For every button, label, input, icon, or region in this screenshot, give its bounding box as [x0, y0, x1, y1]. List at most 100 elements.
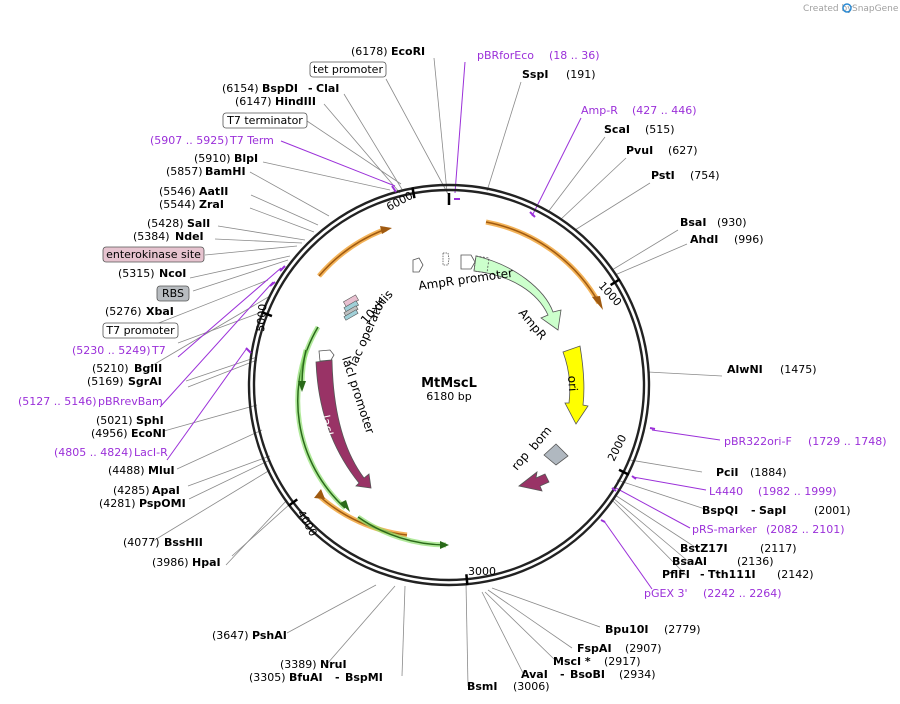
restriction-site-s22[interactable]: EcoNI	[131, 427, 166, 440]
restriction-site-s40b[interactable]: BspMI	[345, 671, 383, 684]
restriction-site-s03b[interactable]: ClaI	[316, 82, 339, 95]
ampr-promoter-arrow[interactable]	[460, 254, 476, 270]
site-position-s08[interactable]: (5910)	[194, 152, 231, 165]
site-position-s19[interactable]: (5210)	[92, 362, 129, 375]
ampr-feature[interactable]	[473, 255, 562, 331]
site-position-s35[interactable]: (2907)	[625, 642, 662, 655]
restriction-site-s38[interactable]: BsmI	[467, 680, 498, 693]
site-position-s02[interactable]: (191)	[566, 68, 596, 81]
site-position-s05[interactable]: (515)	[645, 123, 675, 136]
site-position-s14[interactable]: (5428)	[147, 217, 184, 230]
site-position-s25[interactable]: (4285)	[113, 484, 150, 497]
primer-p03[interactable]: T7 Term	[229, 134, 274, 147]
primer-p06[interactable]: LacI-R	[134, 446, 168, 459]
primer-range-p05[interactable]: (5127 .. 5146)	[18, 395, 97, 408]
restriction-site-s40[interactable]: BfuAI	[289, 671, 323, 684]
primer-range-p10[interactable]: (2242 .. 2264)	[703, 587, 782, 600]
restriction-site-s16[interactable]: NcoI	[159, 267, 186, 280]
restriction-site-s36[interactable]: MscI *	[553, 655, 591, 668]
site-position-s06[interactable]: (627)	[668, 144, 698, 157]
primer-p02[interactable]: Amp-R	[581, 104, 618, 117]
site-position-s36[interactable]: (2917)	[604, 655, 641, 668]
feature-box-b5[interactable]	[102, 322, 179, 339]
feature-label-b5[interactable]: T7 promoter	[105, 324, 175, 337]
restriction-site-s30b[interactable]: Tth111I	[708, 568, 756, 581]
laci-feature[interactable]	[315, 359, 372, 489]
site-position-s22[interactable]: (4956)	[91, 427, 128, 440]
feature-box-b4[interactable]	[156, 285, 190, 302]
rop-feature[interactable]	[518, 471, 550, 492]
primer-range-p07[interactable]: (1729 .. 1748)	[808, 435, 887, 448]
site-position-s16[interactable]: (5315)	[118, 267, 155, 280]
restriction-site-s04[interactable]: HindIII	[275, 95, 316, 108]
restriction-site-s19[interactable]: BglII	[134, 362, 162, 375]
restriction-site-s29[interactable]: BsaAI	[672, 555, 707, 568]
site-position-s09[interactable]: (5857)	[166, 165, 203, 178]
feature-orange-top[interactable]	[485, 219, 603, 310]
primer-p09[interactable]: pRS-marker	[692, 523, 757, 536]
feature-green-bottom[interactable]	[356, 514, 449, 549]
restriction-site-s32[interactable]: HpaI	[192, 556, 221, 569]
restriction-site-s07[interactable]: PstI	[651, 169, 675, 182]
site-position-s24[interactable]: (4488)	[108, 464, 145, 477]
feature-label-b1[interactable]: tet promoter	[313, 63, 383, 76]
site-position-s29[interactable]: (2136)	[737, 555, 774, 568]
restriction-site-s23[interactable]: PciI	[716, 466, 738, 479]
restriction-site-s02[interactable]: SspI	[522, 68, 548, 81]
site-position-s03[interactable]: (6154)	[222, 82, 259, 95]
restriction-site-s11[interactable]: ZraI	[199, 198, 224, 211]
primer-p08[interactable]: L4440	[709, 485, 743, 498]
restriction-site-s30[interactable]: PflFI	[662, 568, 690, 581]
site-position-s10[interactable]: (5546)	[159, 185, 196, 198]
site-position-s21[interactable]: (5021)	[96, 414, 133, 427]
primer-p04[interactable]: T7	[151, 344, 166, 357]
site-position-s34[interactable]: (2779)	[664, 623, 701, 636]
restriction-site-s10[interactable]: AatII	[199, 185, 228, 198]
restriction-site-s28[interactable]: BstZ17I	[680, 542, 728, 555]
feature-label-b3[interactable]: enterokinase site	[106, 248, 201, 261]
site-position-s27[interactable]: (2001)	[814, 504, 851, 517]
feature-orange-left[interactable]	[317, 226, 392, 278]
feature-label-b2[interactable]: T7 terminator	[226, 114, 303, 127]
restriction-site-s25[interactable]: ApaI	[152, 484, 180, 497]
ori-feature[interactable]	[562, 345, 589, 425]
restriction-site-s35[interactable]: FspAI	[577, 642, 612, 655]
restriction-site-s03[interactable]: BspDI	[262, 82, 298, 95]
site-position-s26[interactable]: (4281)	[99, 497, 136, 510]
restriction-site-s24[interactable]: MluI	[148, 464, 175, 477]
site-position-s39[interactable]: (3389)	[280, 658, 317, 671]
site-position-s01[interactable]: (6178)	[351, 45, 388, 58]
restriction-site-s34[interactable]: Bpu10I	[605, 623, 649, 636]
feature-box-b2[interactable]	[222, 112, 308, 129]
site-position-s33[interactable]: (3647)	[212, 629, 249, 642]
restriction-site-s27[interactable]: BspQI	[702, 504, 738, 517]
primer-range-p01[interactable]: (18 .. 36)	[549, 49, 600, 62]
laci-promoter-arrow[interactable]	[318, 349, 335, 362]
primer-range-p06[interactable]: (4805 .. 4824)	[54, 446, 133, 459]
primer-range-p08[interactable]: (1982 .. 1999)	[758, 485, 837, 498]
site-position-s04[interactable]: (6147)	[235, 95, 272, 108]
primer-range-p02[interactable]: (427 .. 446)	[632, 104, 697, 117]
feature-label-b4[interactable]: RBS	[162, 287, 184, 300]
site-position-s20[interactable]: (5169)	[87, 375, 124, 388]
site-position-s07[interactable]: (754)	[690, 169, 720, 182]
primer-p07[interactable]: pBR322ori-F	[724, 435, 792, 448]
site-position-s38[interactable]: (3006)	[513, 680, 550, 693]
restriction-site-s09[interactable]: BamHI	[205, 165, 246, 178]
promoter-small-arrow[interactable]	[442, 252, 450, 266]
primer-range-p09[interactable]: (2082 .. 2101)	[766, 523, 845, 536]
primer-p01[interactable]: pBRforEco	[477, 49, 534, 62]
restriction-site-s12[interactable]: BsaI	[680, 216, 706, 229]
site-position-s28[interactable]: (2117)	[760, 542, 797, 555]
restriction-site-s26[interactable]: PspOMI	[139, 497, 186, 510]
restriction-site-s37[interactable]: AvaI	[521, 668, 548, 681]
restriction-site-s37b[interactable]: BsoBI	[570, 668, 605, 681]
site-position-s13[interactable]: (996)	[734, 233, 764, 246]
site-position-s32[interactable]: (3986)	[152, 556, 189, 569]
bom-feature[interactable]	[543, 443, 569, 466]
restriction-site-s15[interactable]: NdeI	[175, 230, 204, 243]
restriction-site-s33[interactable]: PshAI	[252, 629, 287, 642]
restriction-site-s39[interactable]: NruI	[320, 658, 347, 671]
site-position-s11[interactable]: (5544)	[159, 198, 196, 211]
primer-range-p04[interactable]: (5230 .. 5249)	[72, 344, 151, 357]
